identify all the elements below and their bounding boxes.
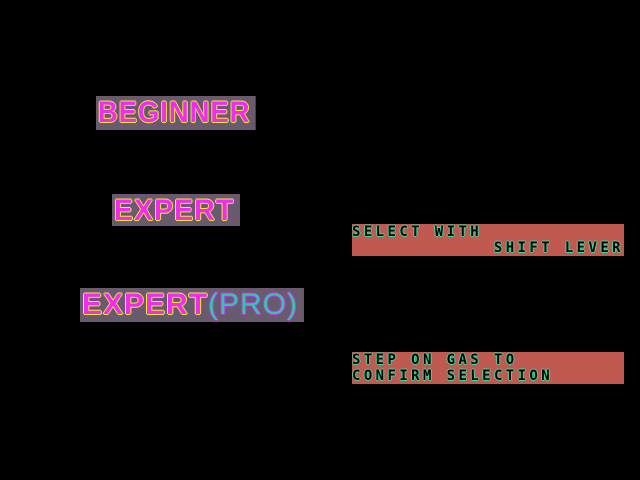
confirm-instruction-panel: STEP ON GAS TO CONFIRM SELECTION bbox=[352, 352, 624, 384]
confirm-instruction-line-1: STEP ON GAS TO bbox=[352, 352, 518, 368]
mode-label-beginner: BEGINNER bbox=[97, 96, 251, 129]
select-instruction-line-2: SHIFT LEVER bbox=[493, 240, 624, 256]
mode-option-beginner[interactable]: BEGINNER bbox=[96, 96, 256, 130]
mode-option-expert[interactable]: EXPERT bbox=[112, 194, 240, 226]
confirm-instruction-line-2: CONFIRM SELECTION bbox=[352, 368, 554, 384]
mode-option-expert-pro[interactable]: EXPERT(PRO) bbox=[80, 288, 304, 322]
mode-label-expert: EXPERT bbox=[113, 194, 235, 227]
select-instruction-panel: SELECT WITH SHIFT LEVER bbox=[352, 224, 624, 256]
select-instruction-line-1: SELECT WITH bbox=[352, 224, 483, 240]
mode-label-expert-pro: EXPERT bbox=[81, 288, 209, 321]
mode-label-pro-suffix: (PRO) bbox=[208, 288, 299, 321]
